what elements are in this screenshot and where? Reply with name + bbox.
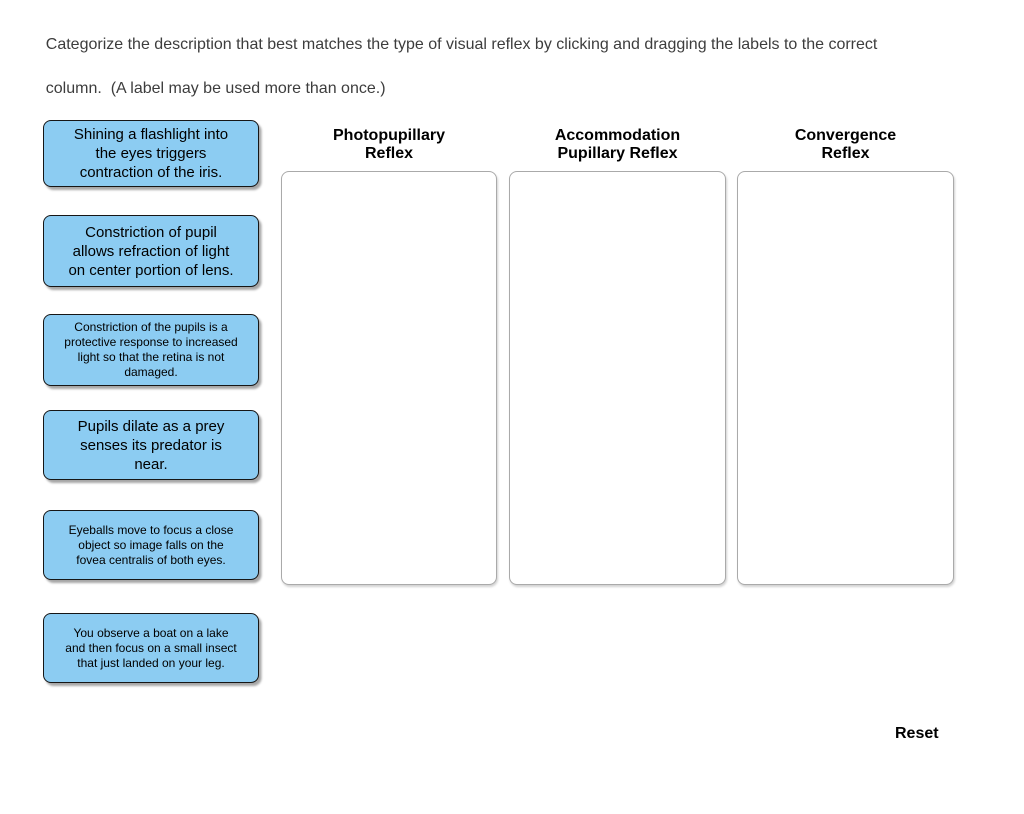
drop-zone-photopupillary[interactable] xyxy=(281,171,497,585)
instruction-line-1: Categorize the description that best mat… xyxy=(45,36,878,53)
column-header-photopupillary: Photopupillary Reflex xyxy=(333,127,445,162)
drop-zone-convergence[interactable] xyxy=(737,171,954,585)
drag-label-eyeballs-fovea[interactable]: Eyeballs move to focus a close object so… xyxy=(43,510,259,580)
drop-zone-accommodation-pupillary[interactable] xyxy=(509,171,726,585)
drag-label-boat-insect[interactable]: You observe a boat on a lake and then fo… xyxy=(43,613,259,683)
column-header-accommodation-pupillary: Accommodation Pupillary Reflex xyxy=(554,127,681,162)
instruction-text: Categorize the description that best mat… xyxy=(28,12,1006,122)
reset-button[interactable]: Reset xyxy=(895,725,939,742)
drag-label-text: Pupils dilate as a prey senses its preda… xyxy=(77,417,225,473)
drag-label-constriction-refraction[interactable]: Constriction of pupil allows refraction … xyxy=(43,215,259,287)
drag-label-text: Constriction of pupil allows refraction … xyxy=(68,223,234,279)
column-header-convergence: Convergence Reflex xyxy=(794,127,897,162)
drag-label-text: You observe a boat on a lake and then fo… xyxy=(65,625,237,670)
drag-label-text: Constriction of the pupils is a protecti… xyxy=(64,320,238,379)
drag-label-pupils-dilate-predator[interactable]: Pupils dilate as a prey senses its preda… xyxy=(43,410,259,480)
drag-label-flashlight-iris[interactable]: Shining a flashlight into the eyes trigg… xyxy=(43,120,259,187)
drag-label-text: Shining a flashlight into the eyes trigg… xyxy=(73,126,229,181)
instruction-line-2: column. (A label may be used more than o… xyxy=(45,80,386,97)
drag-label-text: Eyeballs move to focus a close object so… xyxy=(68,522,234,567)
drag-label-protective-response[interactable]: Constriction of the pupils is a protecti… xyxy=(43,314,259,386)
